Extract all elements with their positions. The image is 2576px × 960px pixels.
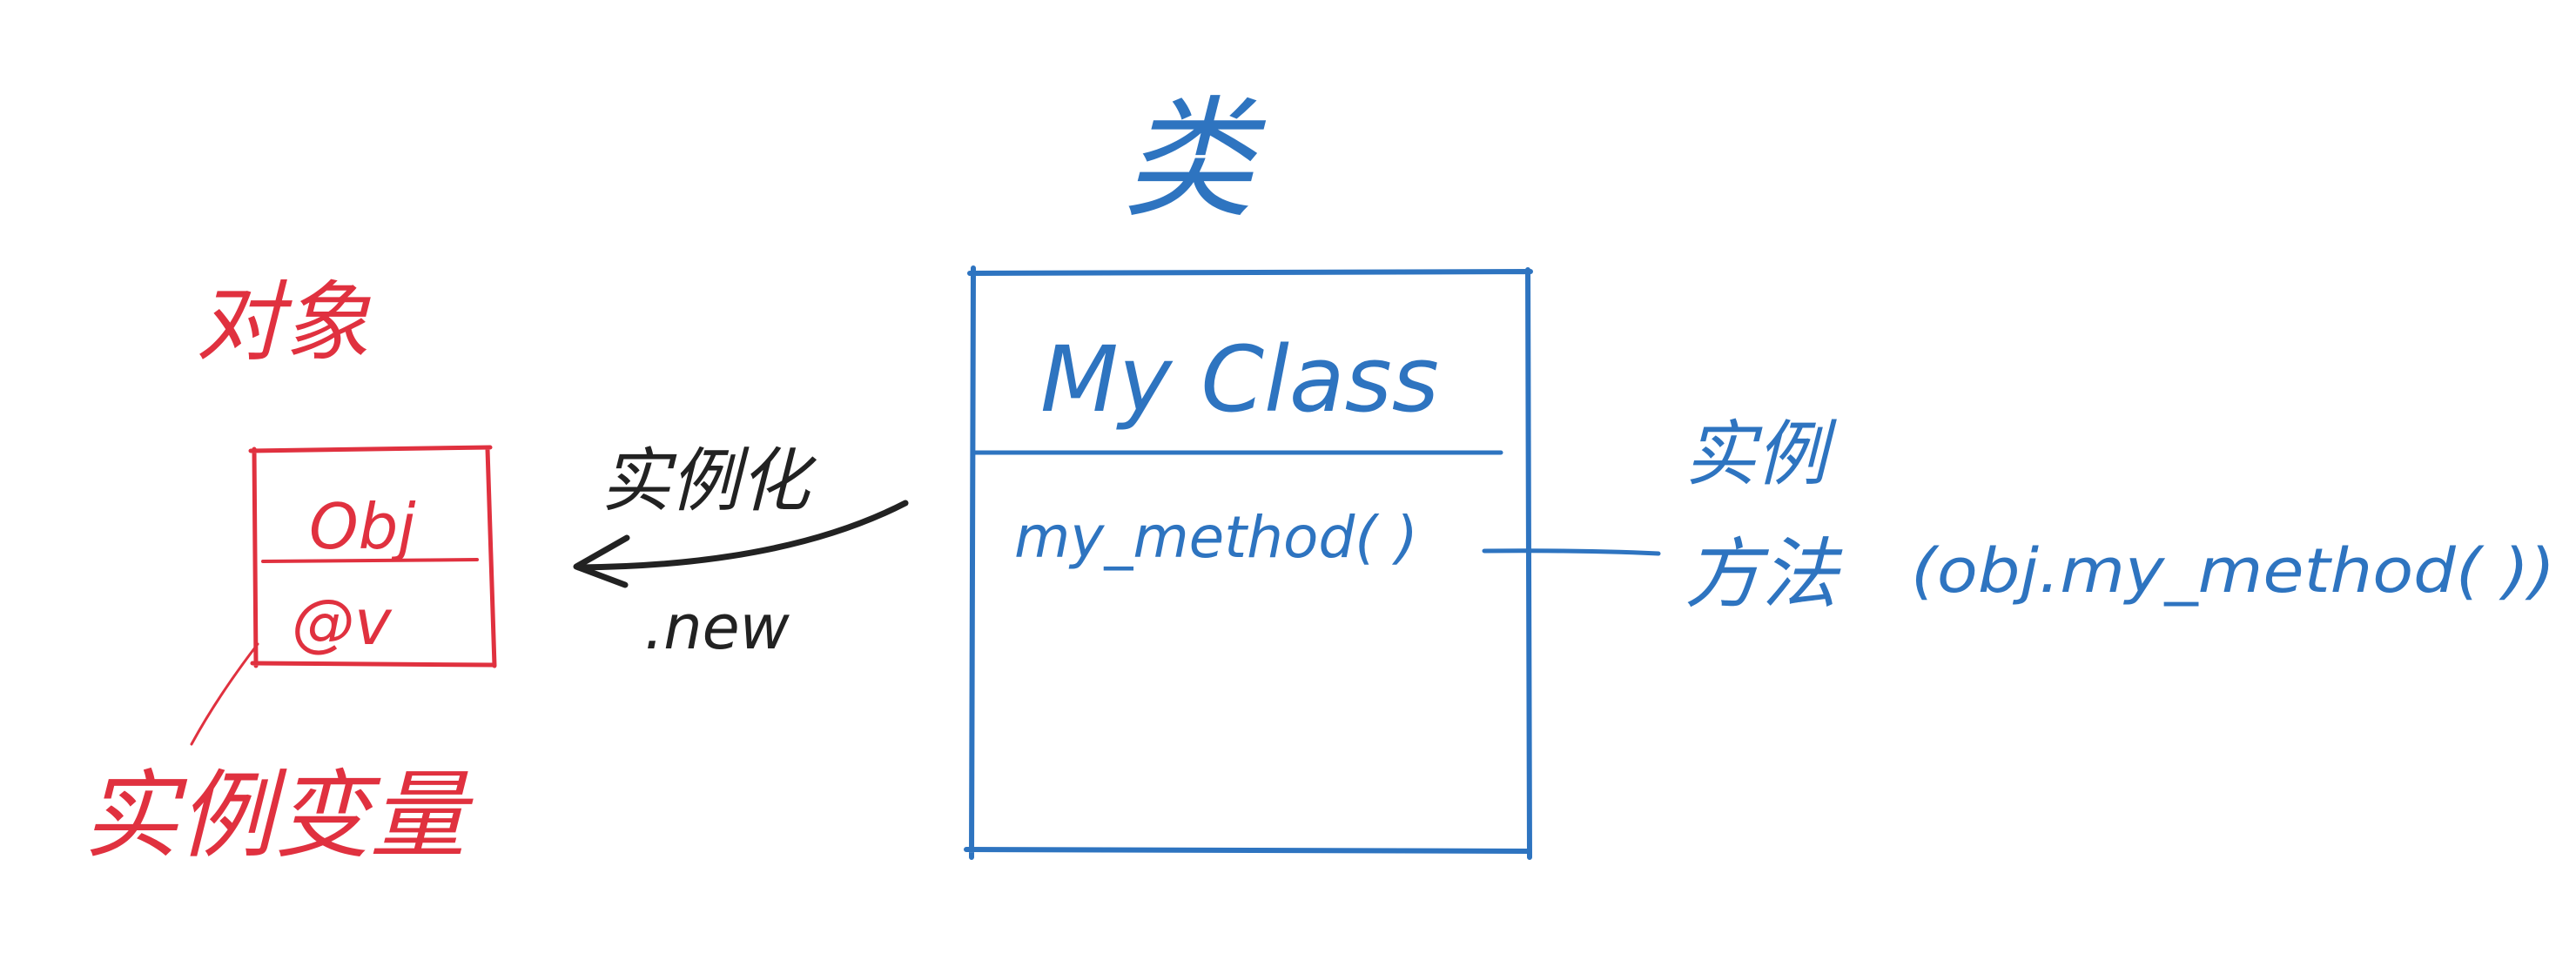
object-group: 对象 Obj @v 实例变量 [83, 272, 497, 871]
object-heading: 对象 [196, 272, 371, 373]
class-heading: 类 [1123, 84, 1267, 236]
instantiation-label: 实例化 [601, 440, 817, 521]
instantiation-group: 实例化 .new [573, 440, 909, 663]
object-name: Obj [309, 490, 415, 563]
instance-method-label-line2: 方法 [1685, 529, 1843, 619]
class-group: 类 My Class my_method( ) [964, 84, 1533, 860]
class-box-outline [964, 265, 1533, 860]
instance-method-label-line1: 实例 [1685, 413, 1837, 496]
instance-var-pointer [190, 642, 259, 746]
object-box-outline [248, 445, 497, 668]
class-name: My Class [1040, 326, 1439, 433]
class-method: my_method( ) [1014, 504, 1418, 571]
instantiation-arrow-shaft [575, 500, 909, 571]
instance-var-caption: 实例变量 [83, 760, 474, 871]
instance-method-group: 实例 方法 (obj.my_method( )) [1482, 413, 2555, 619]
instantiation-arrow-head [573, 534, 630, 588]
object-instance-var: @v [292, 586, 393, 659]
object-box-divider [261, 558, 479, 563]
instantiation-call: .new [644, 592, 790, 663]
instance-method-example: (obj.my_method( )) [1911, 535, 2555, 607]
instance-method-connector [1482, 548, 1661, 556]
